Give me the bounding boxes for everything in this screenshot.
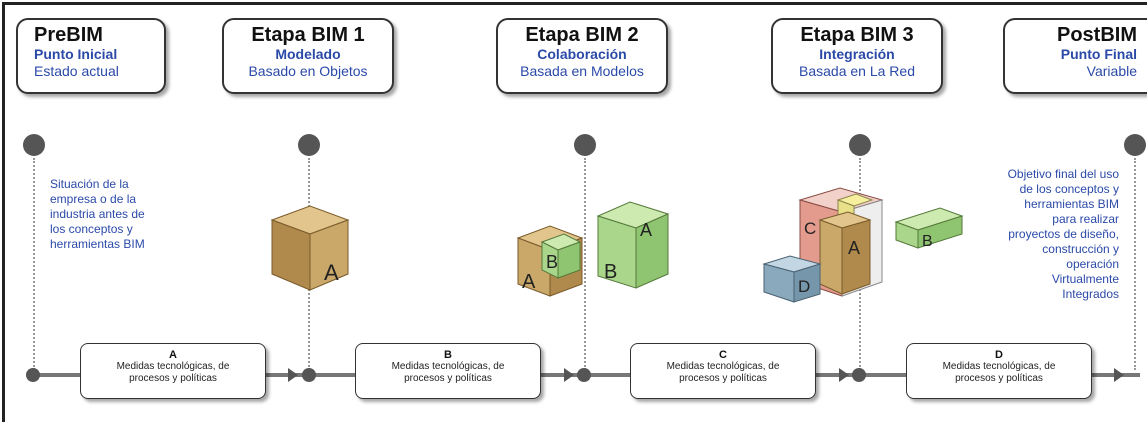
cube-ab-illustration: A B B A [516,201,670,297]
measure-text: Medidas tecnológicas, de [116,361,230,372]
measure-letter: A [169,349,177,361]
measure-letter: B [444,349,452,361]
cube-label: C [804,219,816,238]
stage-subtitle: Colaboración [537,46,627,62]
cube-a-illustration: A [270,205,350,291]
stage-subtitle: Punto Final [1060,46,1137,62]
timeline-arrowhead [839,368,849,382]
measure-text: Medidas tecnológicas, de [391,361,505,372]
stage-prebim: PreBIM Punto Inicial Estado actual [16,18,166,94]
cube-label: A [848,238,860,258]
measure-text: procesos y políticas [129,373,217,384]
measure-letter: D [995,349,1003,361]
stage-title: Etapa BIM 3 [800,24,914,46]
measures-box-d: D Medidas tecnológicas, de procesos y po… [906,343,1092,399]
milestone-dot [23,134,45,156]
stage-bim-2: Etapa BIM 2 Colaboración Basada en Model… [496,18,668,94]
measures-box-b: B Medidas tecnológicas, de procesos y po… [355,343,541,399]
stage-description: Basada en La Red [799,63,915,79]
stage-bim-1: Etapa BIM 1 Modelado Basado en Objetos [222,18,394,94]
measure-text: procesos y políticas [955,373,1043,384]
cube-label: A [324,260,339,285]
timeline-dot [577,368,591,382]
stage-subtitle: Modelado [275,46,341,62]
dotted-guide-line [1134,158,1136,370]
milestone-dot [298,134,320,156]
milestone-dot [574,134,596,156]
timeline-dot [302,368,316,382]
measures-box-a: A Medidas tecnológicas, de procesos y po… [80,343,266,399]
stage-description: Basada en Modelos [520,63,644,79]
stage-description: Estado actual [34,63,119,79]
measure-text: procesos y políticas [679,373,767,384]
cube-label: A [522,271,536,293]
measure-text: Medidas tecnológicas, de [942,361,1056,372]
cube-abcd-illustration: C A B D [762,187,964,303]
timeline-arrowhead [288,368,298,382]
milestone-dot [1124,134,1146,156]
timeline-dot [26,368,40,382]
timeline-arrowhead [1114,368,1124,382]
dotted-guide-line [33,158,35,370]
stage-description: Variable [1086,63,1137,79]
cube-label: D [798,277,810,296]
measures-box-c: C Medidas tecnológicas, de procesos y po… [630,343,816,399]
cube-label: B [604,261,617,283]
timeline-dot [852,368,866,382]
cube-label: B [546,252,558,272]
stage-subtitle: Punto Inicial [34,46,118,62]
stage-bim-3: Etapa BIM 3 Integración Basada en La Red [771,18,943,94]
cube-label: B [922,233,933,250]
milestone-dot [849,134,871,156]
stage-subtitle: Integración [819,46,895,62]
cube-label: A [640,220,652,240]
measure-text: Medidas tecnológicas, de [666,361,780,372]
stage-title: Etapa BIM 1 [251,24,365,46]
measure-letter: C [719,349,727,361]
stage-title: Etapa BIM 2 [525,24,639,46]
measure-text: procesos y políticas [404,373,492,384]
timeline-arrowhead [564,368,574,382]
stage-title: PostBIM [1057,24,1137,46]
stage-postbim: PostBIM Punto Final Variable [1003,18,1147,94]
stage-description: Basado en Objetos [248,63,368,79]
dotted-guide-line [584,158,586,370]
stage-title: PreBIM [34,24,103,46]
